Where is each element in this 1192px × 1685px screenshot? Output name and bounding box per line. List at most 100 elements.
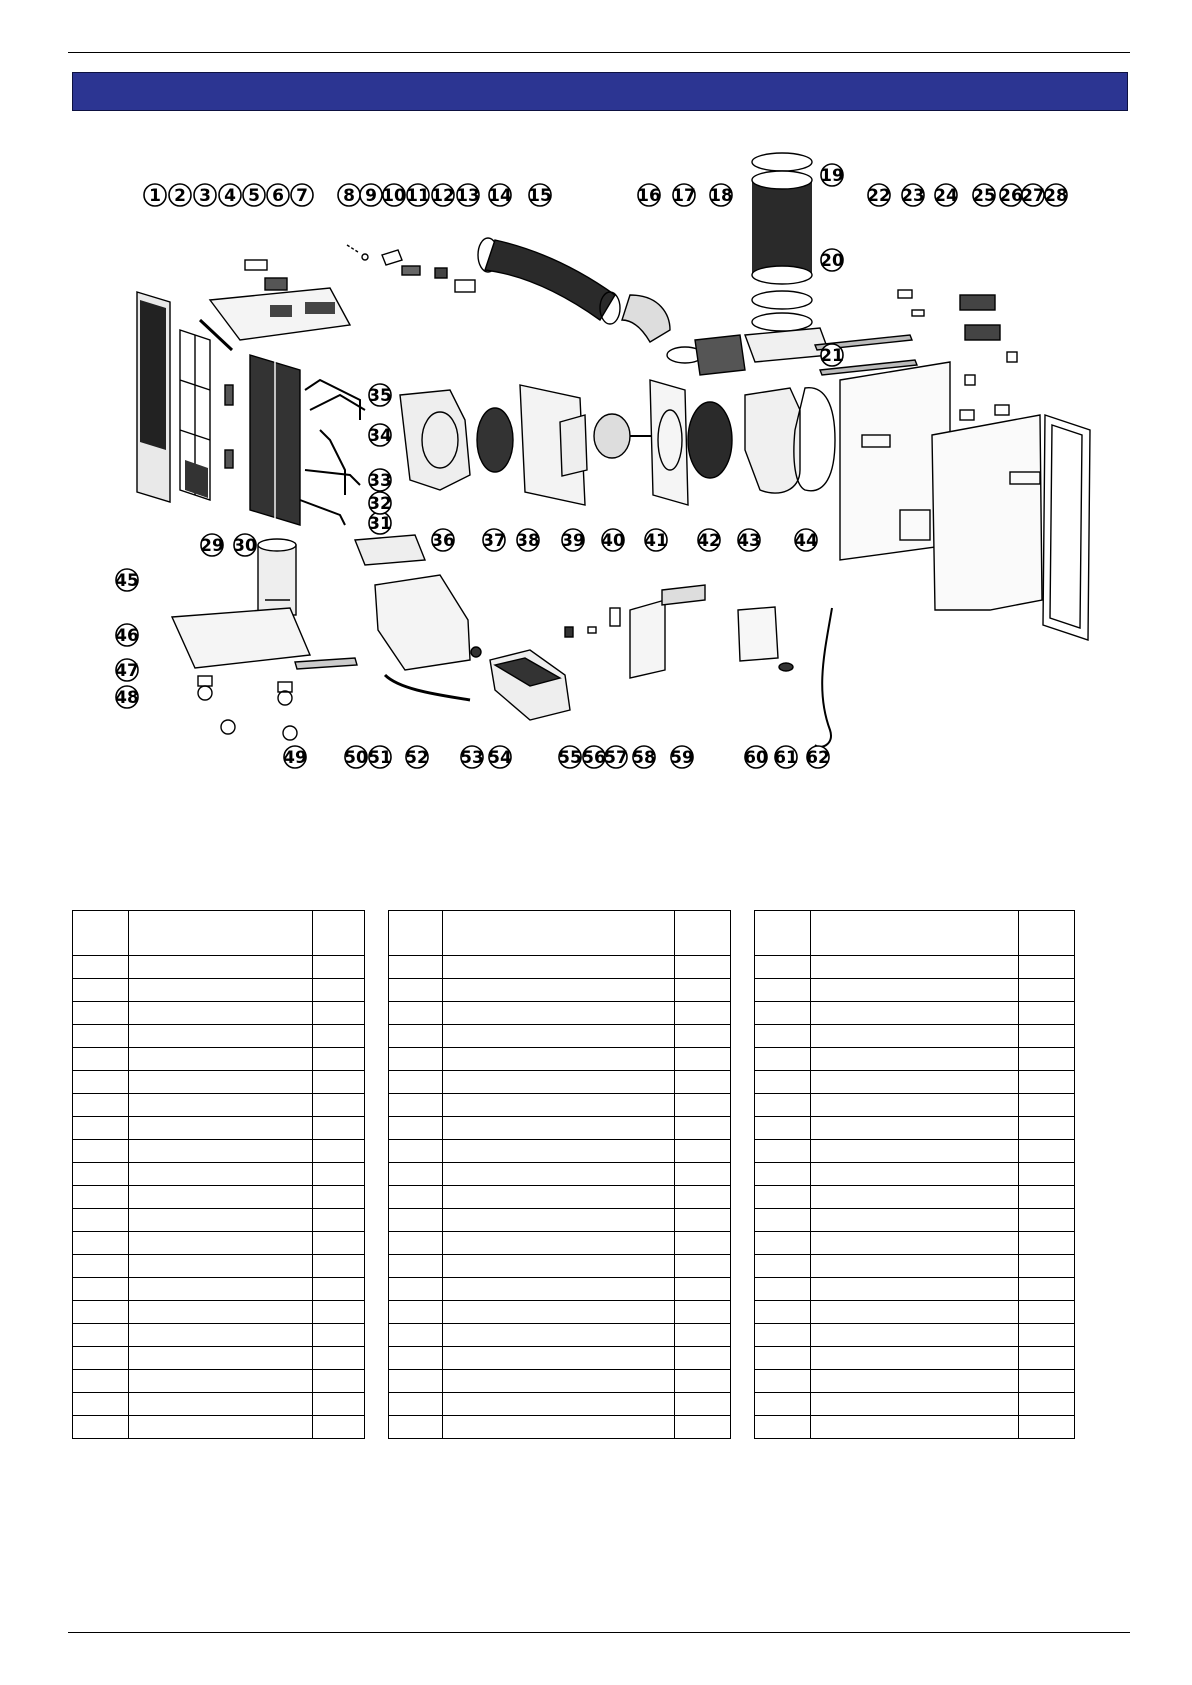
table-cell: [312, 1070, 365, 1094]
callout-number: 59: [670, 748, 694, 768]
callout-circle: [601, 528, 625, 552]
callout-circle: [431, 528, 455, 552]
table-row: [754, 1369, 1075, 1393]
callout-circle: [774, 745, 798, 769]
table-cell: [754, 1047, 811, 1071]
table-cell: [388, 1093, 443, 1117]
table-cell: [128, 1185, 313, 1209]
table-cell: [388, 1231, 443, 1255]
part-window-hose: [744, 152, 831, 363]
table-cell: [1018, 1116, 1075, 1140]
table-row: [72, 1024, 365, 1048]
table-row: [754, 1116, 1075, 1140]
table-cell: [388, 1024, 443, 1048]
table-cell: [674, 1231, 731, 1255]
callout-circle: [143, 183, 167, 207]
table-cell: [754, 1185, 811, 1209]
table-cell: [754, 1231, 811, 1255]
callout-number: 57: [604, 748, 628, 768]
table-header-row: [388, 910, 731, 956]
table-cell: [674, 1392, 731, 1416]
table-cell: [312, 1185, 365, 1209]
callout-25: 25: [972, 183, 996, 207]
table-cell: [810, 1415, 1019, 1439]
table-cell: [72, 1254, 129, 1278]
callout-40: 40: [601, 528, 625, 552]
callout-49: 49: [283, 745, 307, 769]
table-cell: [128, 1116, 313, 1140]
callout-23: 23: [901, 183, 925, 207]
callout-circle: [266, 183, 290, 207]
callout-1: 1: [143, 183, 167, 207]
callout-number: 58: [632, 748, 656, 768]
table-cell: [128, 1300, 313, 1324]
callout-number: 33: [368, 471, 392, 491]
callout-circle: [820, 343, 844, 367]
callout-30: 30: [233, 533, 257, 557]
callout-number: 14: [488, 186, 512, 206]
table-cell: [442, 1162, 675, 1186]
callout-number: 40: [601, 531, 625, 551]
section-banner: [72, 72, 1128, 111]
table-cell: [810, 1070, 1019, 1094]
table-row: [72, 1392, 365, 1416]
table-cell: [442, 1323, 675, 1347]
table-row: [72, 1323, 365, 1347]
table-cell: [72, 1277, 129, 1301]
table-cell: [388, 1162, 443, 1186]
table-row: [754, 1070, 1075, 1094]
table-cell: [128, 1001, 313, 1025]
table-cell: [810, 1323, 1019, 1347]
table-row: [72, 955, 365, 979]
part-small-items: [346, 244, 476, 293]
table-cell: [388, 1047, 443, 1071]
callout-circle: [368, 423, 392, 447]
table-row: [72, 978, 365, 1002]
table-cell: [442, 1093, 675, 1117]
callout-36: 36: [431, 528, 455, 552]
callout-29: 29: [200, 533, 224, 557]
table-cell: [72, 1415, 129, 1439]
table-body: [72, 955, 365, 1439]
table-row: [72, 1093, 365, 1117]
part-frame: [1042, 414, 1091, 641]
table-row: [754, 1001, 1075, 1025]
table-row: [72, 1415, 365, 1439]
table-cell: [754, 1346, 811, 1370]
table-cell: [442, 1116, 675, 1140]
part-fan-plate: [649, 379, 689, 506]
callout-60: 60: [744, 745, 768, 769]
callout-57: 57: [604, 745, 628, 769]
table-cell: [674, 1024, 731, 1048]
callout-circle: [460, 745, 484, 769]
table-cell: [72, 1392, 129, 1416]
table-cell: [1018, 1300, 1075, 1324]
table-row: [72, 1139, 365, 1163]
table-cell: [72, 1070, 129, 1094]
callout-number: 35: [368, 386, 392, 406]
table-cell: [674, 978, 731, 1002]
part-control-bracket: [629, 584, 706, 679]
part-casters: [197, 675, 298, 741]
table-cell: [442, 955, 675, 979]
table-cell: [754, 1070, 811, 1094]
callout-circle: [290, 183, 314, 207]
table-row: [388, 1392, 731, 1416]
table-cell: [1018, 1231, 1075, 1255]
callout-circle: [901, 183, 925, 207]
callout-number: 62: [806, 748, 830, 768]
table-row: [388, 955, 731, 979]
table-cell: [674, 1162, 731, 1186]
table-cell: [442, 1070, 675, 1094]
table-cell: [312, 1162, 365, 1186]
table-cell: [1018, 1392, 1075, 1416]
table-cell: [754, 1116, 811, 1140]
table-cell: [128, 1369, 313, 1393]
table-cell: [312, 1024, 365, 1048]
bottom-rule: [68, 1632, 1130, 1633]
callout-number: 47: [115, 661, 139, 681]
table-cell: [312, 1231, 365, 1255]
table-cell: [128, 1139, 313, 1163]
callout-circle: [382, 183, 406, 207]
table-cell: [810, 978, 1019, 1002]
